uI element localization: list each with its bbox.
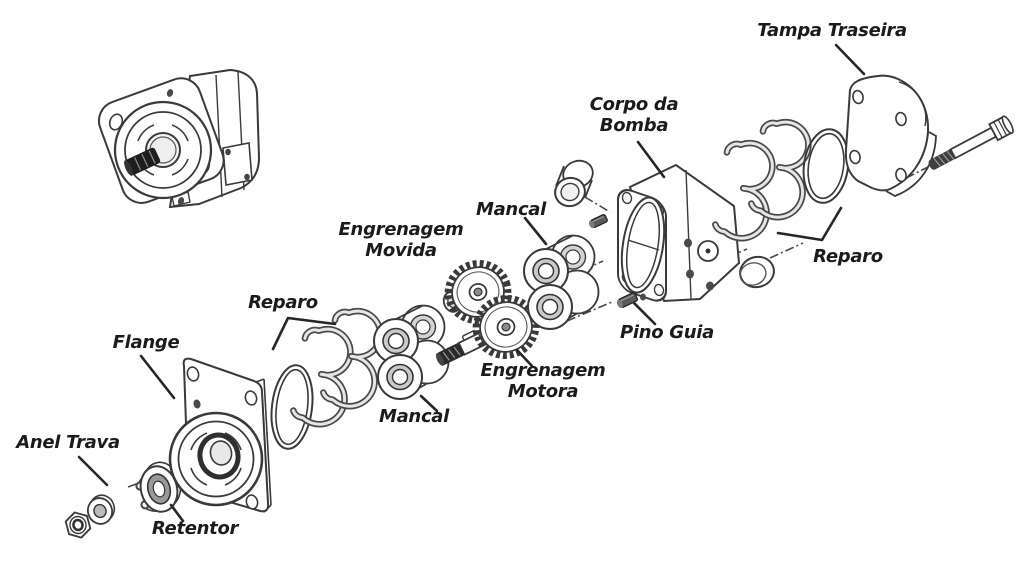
mancal-rear-bearing xyxy=(523,234,600,330)
shaft-nut xyxy=(64,511,92,539)
engrenagem-motora-gear xyxy=(435,291,543,367)
cover-bolt xyxy=(928,115,1014,170)
reparo-right-seal-2 xyxy=(750,119,811,219)
round-plug xyxy=(739,255,775,289)
reparo-left-oring xyxy=(270,364,314,450)
lock-washer xyxy=(87,494,116,525)
pino-guia-pin xyxy=(616,292,639,309)
mancal-front-bearing xyxy=(373,304,450,400)
cup-bushing xyxy=(554,159,594,208)
tampa-traseira-part xyxy=(844,74,937,197)
guide-pin-upper xyxy=(588,214,608,229)
corpo-da-bomba-part xyxy=(617,163,741,303)
assembled-pump-illustration xyxy=(97,68,261,209)
flange-part xyxy=(168,357,272,513)
reparo-left-seal-1 xyxy=(292,326,353,426)
leader-lines xyxy=(77,43,866,523)
engrenagem-movida-gear xyxy=(441,256,516,329)
